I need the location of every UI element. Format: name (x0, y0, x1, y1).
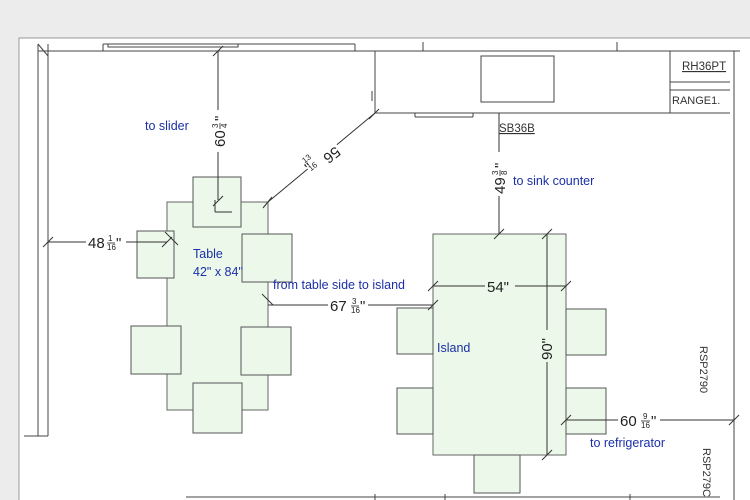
table-size-label: 42" x 84" (193, 265, 243, 279)
svg-text:8: 8 (500, 170, 509, 175)
dim-table-island: 67 3 16 " (330, 297, 365, 315)
svg-text:3: 3 (491, 170, 500, 175)
dim-refrigerator: 60 9 16 " (620, 412, 656, 430)
dim-left-wall: 48 1 16 " (88, 234, 121, 252)
to-refrigerator-label: to refrigerator (590, 436, 665, 450)
svg-text:": " (116, 235, 121, 252)
svg-text:16: 16 (351, 306, 360, 315)
island-chair-left-lower (396, 387, 434, 435)
svg-text:3: 3 (211, 123, 220, 128)
island-label: Island (437, 341, 470, 355)
svg-text:": " (492, 163, 509, 168)
svg-text:3: 3 (352, 297, 357, 306)
sb36b-label: SB36B (499, 123, 535, 135)
dim-sink: 49 3 8 " (491, 163, 509, 194)
svg-text:": " (360, 298, 365, 315)
rh36pt-label: RH36PT (682, 61, 726, 73)
svg-text:56: 56 (320, 143, 344, 167)
svg-text:1: 1 (108, 234, 113, 243)
island-chair-bottom (473, 454, 521, 494)
svg-text:67: 67 (330, 298, 347, 315)
dim-island-width: 54" (487, 279, 509, 296)
svg-text:": " (651, 413, 656, 430)
svg-text:60: 60 (620, 413, 637, 430)
chair-right-upper (241, 233, 293, 283)
svg-text:16: 16 (107, 243, 116, 252)
svg-text:48: 48 (88, 235, 105, 252)
dim-island-length: 90" (539, 338, 556, 360)
chair-left-lower (130, 325, 182, 375)
dim-slider: 60 3 4 " (211, 116, 229, 147)
svg-text:9: 9 (643, 412, 648, 421)
chair-bottom (192, 382, 243, 434)
to-slider-label: to slider (145, 119, 189, 133)
slider-door (107, 43, 239, 48)
svg-text:4: 4 (220, 123, 229, 128)
dim-diagonal: 56 13 16 " (300, 136, 344, 177)
sink-basin (480, 55, 555, 103)
svg-text:60: 60 (212, 130, 229, 147)
to-sink-counter-label: to sink counter (513, 174, 594, 188)
rsp2790-label-2: RSP279C (700, 448, 712, 497)
island-chair-left-upper (396, 307, 434, 355)
chair-right-lower (240, 326, 292, 376)
range-label: RANGE1. (672, 95, 720, 107)
dining-table (166, 201, 269, 411)
svg-text:": " (212, 116, 229, 121)
svg-text:16: 16 (641, 421, 650, 430)
table-to-island-label: from table side to island (273, 278, 405, 292)
svg-text:49: 49 (492, 177, 509, 194)
table-label: Table (193, 247, 223, 261)
island-chair-right-upper (565, 308, 607, 356)
rsp2790-label: RSP2790 (697, 346, 709, 393)
island-chair-right-lower (565, 387, 607, 435)
chair-left-upper (136, 230, 175, 279)
